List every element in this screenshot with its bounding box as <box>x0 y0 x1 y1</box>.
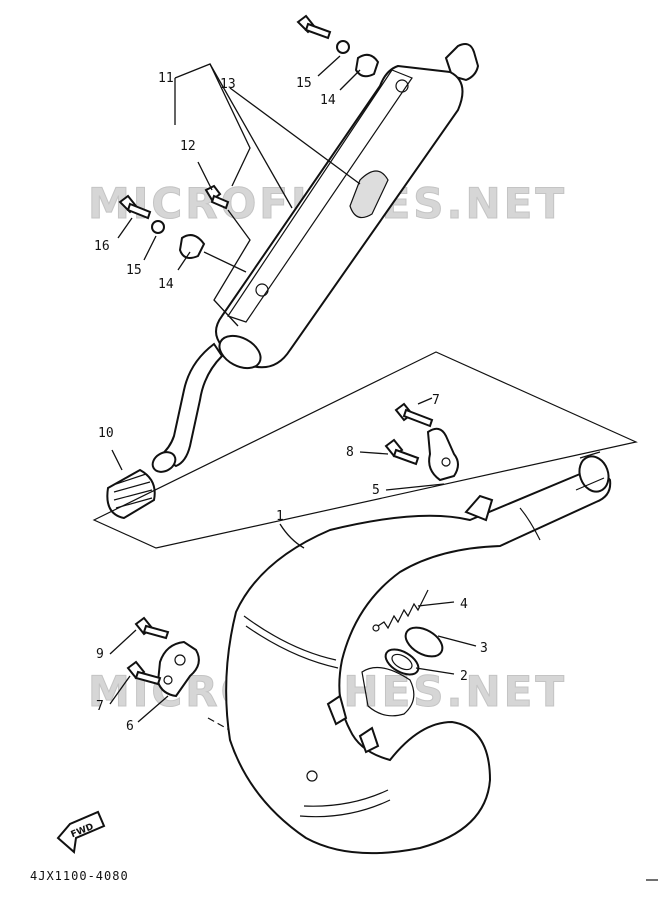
bracket-6 <box>126 616 200 698</box>
callout-11: 11 <box>158 71 174 86</box>
callout-4: 4 <box>460 597 468 612</box>
lower-leader-lines <box>109 397 477 723</box>
callout-5: 5 <box>372 483 380 498</box>
mount-hole-lower <box>255 283 269 297</box>
callout-15-upper: 15 <box>296 76 312 91</box>
spring-4 <box>372 589 429 632</box>
callout-1: 1 <box>276 509 284 524</box>
joint-seal-10 <box>106 468 156 520</box>
expansion-chamber <box>225 451 612 855</box>
upper-leader-lines <box>111 55 361 471</box>
callout-6: 6 <box>126 719 134 734</box>
upper-fasteners <box>296 14 380 78</box>
muffler-assembly <box>151 43 480 473</box>
callout-2: 2 <box>460 669 468 684</box>
callout-10: 10 <box>98 426 114 441</box>
callout-12: 12 <box>180 139 196 154</box>
callout-9: 9 <box>96 647 104 662</box>
diagram-code: 4JX1100-4080 <box>30 869 129 883</box>
callout-16: 16 <box>94 239 110 254</box>
mount-hole-upper <box>395 79 409 93</box>
callout-13: 13 <box>220 77 236 92</box>
callout-7-lower: 7 <box>96 699 104 714</box>
forward-direction-arrow: FWD <box>56 810 106 854</box>
callout-14-upper: 14 <box>320 93 336 108</box>
bracket-5 <box>384 402 459 482</box>
left-fasteners <box>118 184 230 259</box>
callout-15-lower: 15 <box>126 263 142 278</box>
callout-3: 3 <box>480 641 488 656</box>
muffler-label-patch <box>349 170 389 219</box>
assembly-frame <box>92 351 638 549</box>
gasket-3 <box>404 626 444 658</box>
callout-8: 8 <box>346 445 354 460</box>
callout-7-upper: 7 <box>432 393 440 408</box>
seal-2 <box>384 648 420 676</box>
callout-14-lower: 14 <box>158 277 174 292</box>
